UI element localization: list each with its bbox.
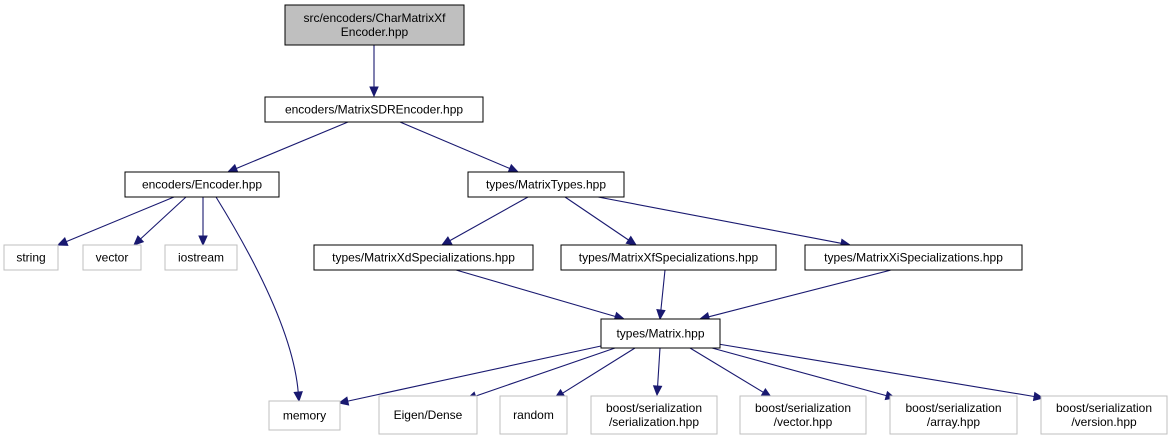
node-bser: boost/serialization/serialization.hpp: [590, 395, 718, 435]
node-bser-label-1: /serialization.hpp: [609, 415, 699, 429]
node-bser-label-0: boost/serialization: [606, 401, 702, 415]
node-types[interactable]: types/MatrixTypes.hpp: [467, 171, 625, 198]
arrowhead-enc-to-memory: [293, 391, 303, 403]
edge-sdr-to-enc: [236, 121, 349, 170]
node-bver-label-1: /version.hpp: [1071, 415, 1137, 429]
node-barr-box: [889, 395, 1018, 435]
node-memory: memory: [268, 400, 341, 431]
node-barr-label-0: boost/serialization: [905, 401, 1001, 415]
node-root-box: [284, 4, 465, 46]
node-barr-label-1: /array.hpp: [927, 415, 980, 429]
node-bvec: boost/serialization/vector.hpp: [739, 395, 867, 435]
node-random: random: [499, 395, 568, 435]
edge-enc-to-string: [66, 196, 175, 243]
node-bver-box: [1040, 395, 1168, 435]
node-bvec-label-0: boost/serialization: [755, 401, 851, 415]
node-vector-box: [82, 244, 142, 271]
node-types-box: [467, 171, 625, 198]
edge-xf-to-matrix: [660, 269, 666, 311]
edge-matrix-to-memory: [347, 345, 602, 402]
node-iostream: iostream: [164, 244, 238, 271]
node-xf[interactable]: types/MatrixXfSpecializations.hpp: [560, 244, 777, 271]
edge-matrix-to-bvec: [689, 347, 764, 393]
edge-types-to-xi: [597, 196, 842, 244]
node-bver-label-0: boost/serialization: [1056, 401, 1152, 415]
edge-sdr-to-types: [399, 121, 510, 170]
node-memory-label-0: memory: [283, 409, 326, 423]
node-matrix[interactable]: types/Matrix.hpp: [600, 318, 721, 349]
arrowhead-xf-to-matrix: [656, 309, 666, 321]
node-matrix-box: [600, 318, 721, 349]
node-xi[interactable]: types/MatrixXiSpecializations.hpp: [804, 244, 1023, 271]
node-bvec-box: [739, 395, 867, 435]
edge-matrix-to-bver: [717, 343, 1035, 398]
node-memory-box: [268, 400, 341, 431]
node-xi-box: [804, 244, 1023, 271]
arrowhead-sdr-to-types: [507, 163, 520, 173]
node-string-box: [3, 244, 59, 271]
arrowhead-enc-to-iostream: [198, 235, 208, 247]
edge-matrix-to-barr: [711, 347, 887, 397]
node-root-label-0: src/encoders/CharMatrixXf: [303, 11, 446, 25]
node-bver: boost/serialization/version.hpp: [1040, 395, 1168, 435]
node-xi-label-0: types/MatrixXiSpecializations.hpp: [824, 251, 1003, 265]
arrowhead-enc-to-string: [56, 236, 69, 246]
node-iostream-box: [164, 244, 238, 271]
arrowhead-matrix-to-bser: [652, 385, 663, 397]
node-sdr[interactable]: encoders/MatrixSDREncoder.hpp: [264, 96, 484, 123]
node-enc[interactable]: encoders/Encoder.hpp: [124, 171, 280, 198]
node-enc-label-0: encoders/Encoder.hpp: [142, 178, 262, 192]
arrowhead-sdr-to-enc: [226, 163, 239, 173]
edge-xi-to-matrix: [708, 269, 892, 318]
node-random-label-0: random: [513, 408, 554, 422]
edge-matrix-to-random: [562, 347, 636, 394]
node-sdr-label-0: encoders/MatrixSDREncoder.hpp: [285, 103, 463, 117]
node-bvec-label-1: /vector.hpp: [774, 415, 833, 429]
arrowhead-enc-to-vector: [133, 235, 145, 246]
arrowhead-types-to-xf: [625, 235, 638, 246]
node-barr: boost/serialization/array.hpp: [889, 395, 1018, 435]
node-eigen: Eigen/Dense: [378, 395, 478, 435]
node-xf-box: [560, 244, 777, 271]
dependency-edges: [56, 45, 1045, 406]
node-enc-box: [124, 171, 280, 198]
node-xf-label-0: types/MatrixXfSpecializations.hpp: [579, 251, 759, 265]
node-string: string: [3, 244, 59, 271]
node-random-box: [499, 395, 568, 435]
node-eigen-label-0: Eigen/Dense: [394, 408, 463, 422]
edge-matrix-to-eigen: [475, 347, 616, 397]
node-xd-box: [313, 244, 534, 271]
edge-types-to-xd: [449, 196, 529, 242]
edge-enc-to-memory: [215, 196, 299, 393]
arrowhead-matrix-to-memory: [337, 396, 350, 406]
node-xd[interactable]: types/MatrixXdSpecializations.hpp: [313, 244, 534, 271]
node-bser-box: [590, 395, 718, 435]
node-string-label-0: string: [16, 251, 45, 265]
edge-matrix-to-bser: [657, 347, 661, 387]
arrowhead-root-to-sdr: [369, 86, 379, 98]
edge-types-to-xf: [564, 196, 629, 241]
node-eigen-box: [378, 395, 478, 435]
node-xd-label-0: types/MatrixXdSpecializations.hpp: [332, 251, 515, 265]
arrowhead-types-to-xd: [440, 236, 453, 246]
node-sdr-box: [264, 96, 484, 123]
node-iostream-label-0: iostream: [178, 251, 224, 265]
edge-enc-to-vector: [140, 196, 187, 240]
node-root-label-1: Encoder.hpp: [341, 25, 409, 39]
edge-xd-to-matrix: [455, 269, 616, 318]
node-vector: vector: [82, 244, 142, 271]
node-types-label-0: types/MatrixTypes.hpp: [486, 178, 606, 192]
node-matrix-label-0: types/Matrix.hpp: [616, 327, 704, 341]
node-vector-label-0: vector: [96, 251, 129, 265]
